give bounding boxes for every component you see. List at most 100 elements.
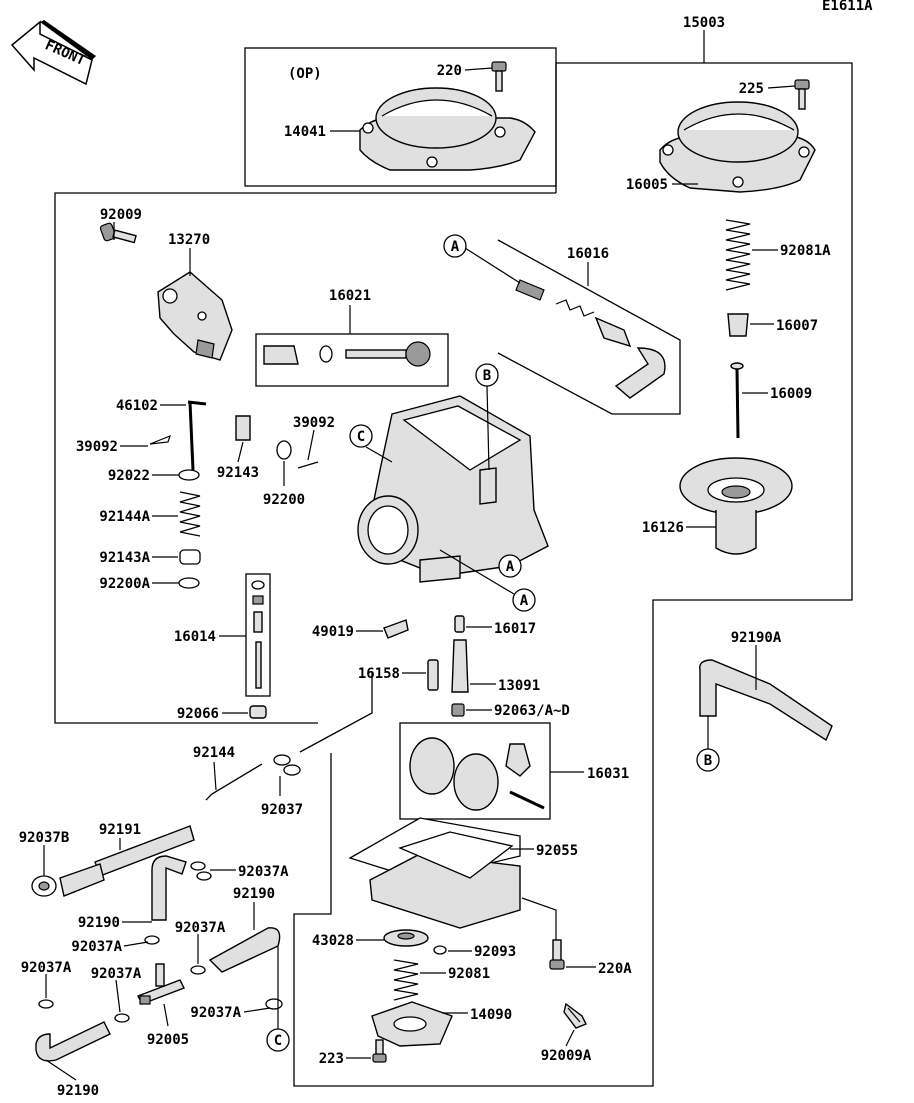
part-14090-label: 14090 — [470, 1007, 512, 1023]
part-92037A-4-label: 92037A — [21, 960, 72, 976]
optional-top-cover — [359, 87, 536, 171]
callout-b-hose-label: B — [704, 753, 712, 769]
part-13091-label: 13091 — [498, 678, 540, 694]
part-92144-label: 92144 — [193, 745, 235, 761]
part-39092b-label: 39092 — [293, 415, 335, 431]
part-92063-label: 92063/A~D — [494, 703, 570, 719]
callout-c-body — [349, 424, 373, 448]
clip-92037-top — [273, 754, 301, 776]
hose-92190-c — [35, 1021, 111, 1062]
washer-92200 — [276, 440, 292, 460]
cap-92143A — [179, 549, 201, 565]
clip-92037A-2 — [144, 935, 160, 945]
screw-225 — [794, 79, 810, 110]
spring-92081 — [393, 959, 419, 1001]
callout-a-body-1-label: A — [506, 559, 515, 575]
screw-92009 — [99, 222, 137, 244]
screw-223 — [372, 1039, 387, 1063]
part-92055-label: 92055 — [536, 843, 578, 859]
jet-needle-16009 — [730, 362, 744, 439]
needle-holder-16007 — [727, 313, 749, 337]
screw-92009A — [563, 1002, 587, 1029]
hose-92190A — [699, 659, 833, 742]
part-92190-3-label: 92190 — [57, 1083, 99, 1099]
part-223-label: 223 — [319, 1051, 344, 1067]
part-46102-label: 46102 — [116, 398, 158, 414]
part-92200-label: 92200 — [263, 492, 305, 508]
part-92037A-5-label: 92037A — [91, 966, 142, 982]
part-92009A-label: 92009A — [541, 1048, 592, 1064]
part-92143A-label: 92143A — [99, 550, 150, 566]
part-225-label: 225 — [739, 81, 764, 97]
part-92005-label: 92005 — [147, 1032, 189, 1048]
hose-92190-a — [151, 855, 187, 921]
part-13270-label: 13270 — [168, 232, 210, 248]
callout-c-hose — [266, 1028, 290, 1052]
part-92037A-6-label: 92037A — [190, 1005, 241, 1021]
callout-a-top-label: A — [451, 239, 460, 255]
throttle-bracket-13270 — [157, 271, 233, 361]
clip-39092-left — [149, 434, 171, 445]
part-92143-label: 92143 — [217, 465, 259, 481]
part-92081A-label: 92081A — [780, 243, 831, 259]
joint-92005 — [137, 963, 185, 1005]
part-92037a-label: 92037 — [261, 802, 303, 818]
part-92190-1-label: 92190 — [78, 915, 120, 931]
main-jet-92063 — [451, 703, 465, 717]
screw-220 — [491, 61, 507, 92]
part-16021-label: 16021 — [329, 288, 371, 304]
washer-92022 — [178, 469, 200, 481]
callout-a-body-1 — [498, 554, 522, 578]
clip-92037A-4 — [38, 999, 54, 1009]
clip-92037A-5 — [114, 1013, 130, 1023]
part-16014-label: 16014 — [174, 629, 216, 645]
part-16158-label: 16158 — [358, 666, 400, 682]
cover-14090 — [371, 1001, 453, 1047]
pilot-screw-16014 — [251, 580, 265, 689]
diaphragm-cover-16005 — [659, 101, 816, 193]
hose-92190-b — [208, 927, 281, 973]
starter-valve-16016 — [515, 279, 666, 399]
part-92037A-3-label: 92037A — [175, 920, 226, 936]
cap-92066 — [249, 705, 267, 719]
jet-16017 — [454, 615, 465, 633]
part-92190-2-label: 92190 — [233, 886, 275, 902]
part-220-label: 220 — [437, 63, 462, 79]
float-bowl-92055 — [348, 817, 521, 929]
part-92009-label: 92009 — [100, 207, 142, 223]
part-15003-label: 15003 — [683, 15, 725, 31]
cap-92143 — [235, 415, 251, 441]
jet-16158 — [427, 659, 439, 691]
part-49019-label: 49019 — [312, 624, 354, 640]
part-92191-label: 92191 — [99, 822, 141, 838]
part-92093-label: 92093 — [474, 944, 516, 960]
part-14041-label: 14041 — [284, 124, 326, 140]
part-92190A-label: 92190A — [731, 630, 782, 646]
part-92200A-label: 92200A — [99, 576, 150, 592]
starter-plunger-16021 — [263, 341, 431, 367]
part-16126-label: 16126 — [642, 520, 684, 536]
part-16017-label: 16017 — [494, 621, 536, 637]
part-92066-label: 92066 — [177, 706, 219, 722]
part-92037B-label: 92037B — [19, 830, 70, 846]
diagram-code: E1611A — [822, 0, 873, 14]
diaphragm-43028 — [383, 929, 429, 947]
part-92081-label: 92081 — [448, 966, 490, 982]
part-16031-label: 16031 — [587, 766, 629, 782]
part-92144A-label: 92144A — [99, 509, 150, 525]
callout-b-hose — [696, 748, 720, 772]
jet-49019 — [383, 619, 409, 639]
float-16031 — [409, 737, 545, 811]
clip-39092-right — [297, 461, 319, 469]
spring-92081A — [725, 219, 751, 291]
clip-92037A-1 — [190, 861, 212, 881]
o-ring-92093 — [433, 945, 447, 955]
callout-a-body-2 — [512, 588, 536, 612]
carburetor-body — [357, 395, 549, 583]
clamp-92037B — [31, 875, 57, 897]
vacuum-piston-16126 — [679, 457, 793, 555]
needle-jet-13091 — [451, 639, 469, 693]
spring-92144A — [179, 491, 201, 537]
callout-a-top — [443, 234, 467, 258]
